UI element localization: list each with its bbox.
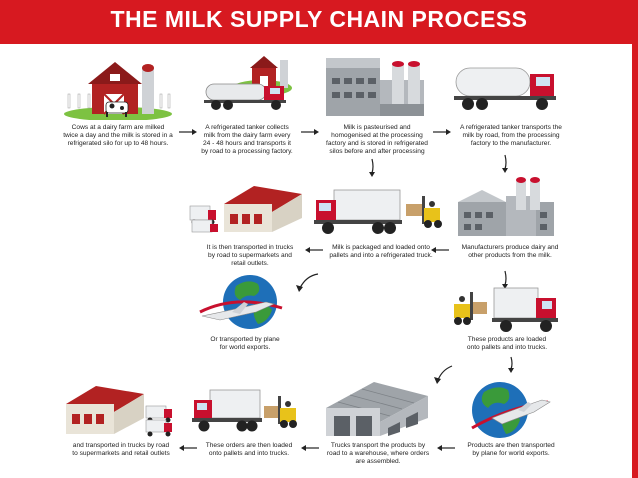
step-caption: Manufacturers produce dairy and other pr… xyxy=(461,244,559,259)
flow-arrow xyxy=(301,129,319,135)
step-caption: Cows at a dairy farm are milked twice a … xyxy=(63,124,173,147)
manufacturer-factory-icon xyxy=(454,174,558,240)
flow-arrow xyxy=(437,445,455,451)
step-caption: Trucks transport the products by road to… xyxy=(326,442,430,465)
flow-arrow xyxy=(502,270,508,289)
page-title: THE MILK SUPPLY CHAIN PROCESS xyxy=(110,6,528,32)
step-caption: Or transported by plane for world export… xyxy=(210,336,280,351)
step-caption: Milk is pasteurised and homogenised at t… xyxy=(326,124,428,155)
globe-plane-icon xyxy=(462,378,554,440)
retail-store-icon xyxy=(186,184,306,240)
processing-factory-icon xyxy=(322,54,428,120)
step-caption: These products are loaded onto pallets a… xyxy=(466,336,548,351)
flow-arrow xyxy=(179,129,197,135)
step-caption: These orders are then loaded onto pallet… xyxy=(205,442,293,457)
step-caption: A refrigerated tanker collects milk from… xyxy=(201,124,293,155)
airplane-globe-icon xyxy=(196,272,288,334)
barn-cow-icon xyxy=(62,54,174,120)
warehouse-icon xyxy=(322,378,432,440)
title-banner xyxy=(0,0,638,44)
flow-arrow xyxy=(508,356,514,373)
truck-forklift-icon xyxy=(314,186,444,242)
tanker-farm-icon xyxy=(200,54,292,118)
tanker-truck-icon xyxy=(452,62,562,118)
truck-forklift-icon xyxy=(192,388,302,438)
flow-arrow xyxy=(433,129,451,135)
flow-arrow xyxy=(502,154,508,173)
flow-arrow xyxy=(431,247,449,253)
step-caption: and transported in trucks by road to sup… xyxy=(72,442,170,457)
flow-arrow xyxy=(305,247,323,253)
flow-arrow xyxy=(179,445,197,451)
flow-arrow xyxy=(301,445,319,451)
step-caption: Milk is packaged and loaded onto pallets… xyxy=(329,244,433,259)
step-caption: Products are then transported by plane f… xyxy=(467,442,555,457)
flow-arrow xyxy=(369,158,375,177)
flow-arrow xyxy=(296,273,319,292)
step-caption: A refrigerated tanker transports the mil… xyxy=(460,124,562,147)
step-caption: It is then transported in trucks by road… xyxy=(206,244,294,267)
store-trucks-icon xyxy=(62,382,178,438)
right-accent-stripe xyxy=(632,44,638,478)
flow-arrow xyxy=(434,365,453,384)
forklift-truck-icon xyxy=(450,284,562,336)
